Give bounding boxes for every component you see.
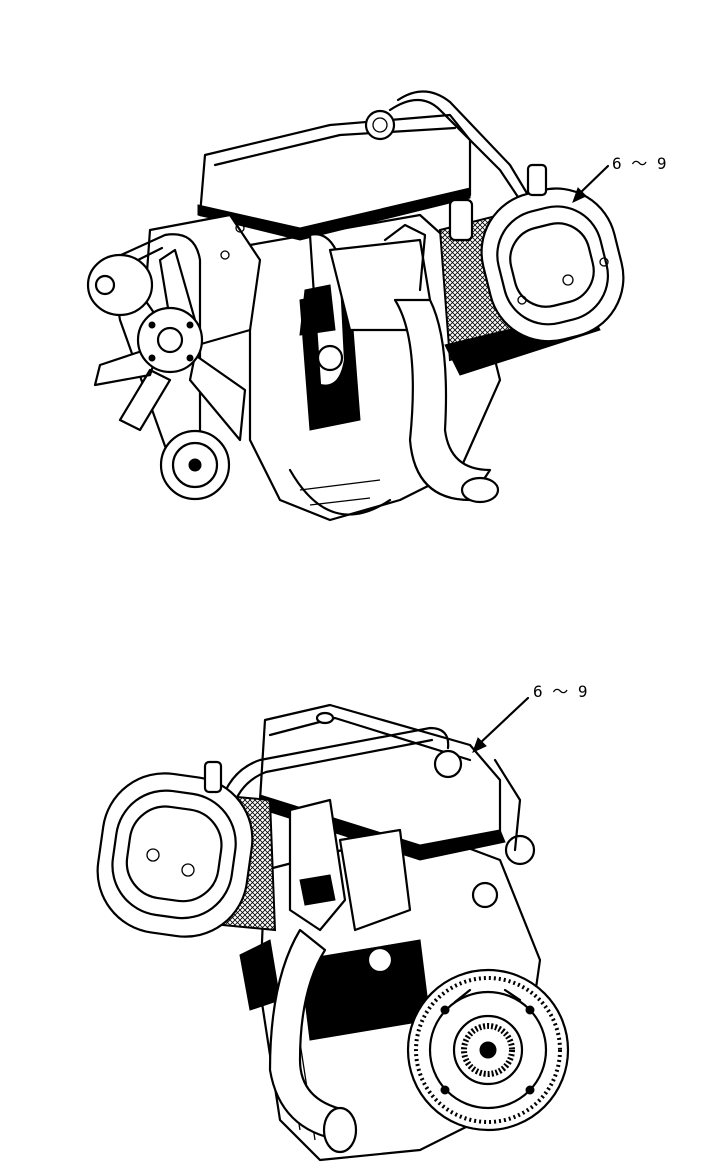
oil-filler-cap [364,109,396,141]
alternator [86,253,154,317]
air-cleaner [438,187,625,376]
oil-filter-cap [316,344,344,372]
callout-label-bottom: 6 ～ 9 [533,682,588,701]
engine-front-left-drawing [86,90,625,522]
rocker-cover-gasket [197,187,471,241]
flywheel-clutch [406,968,570,1132]
distributor-cap [504,834,536,866]
callout-leader [576,164,610,197]
engine-rear-right-drawing [96,696,570,1162]
engine-front-left-view: 6 ～ 9 [0,60,725,560]
callout-label-top: 6 ～ 9 [612,154,667,173]
air-cleaner [96,772,277,938]
callout-leader [476,696,530,747]
oil-filler-cap [433,749,463,779]
engine-rear-right-view: 6 ～ 9 [0,670,725,1176]
cooling-fan [93,248,247,442]
